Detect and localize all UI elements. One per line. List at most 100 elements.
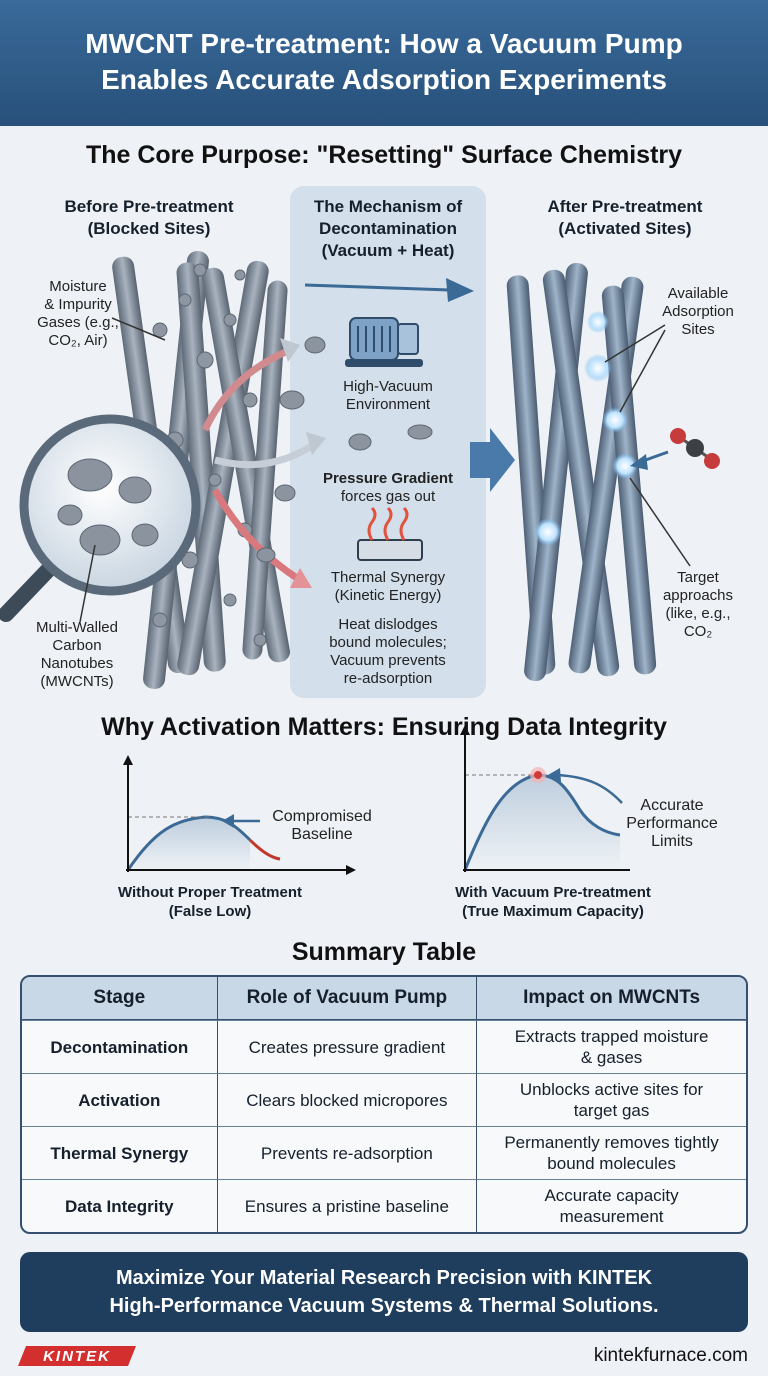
mechanism-title-line1: The Mechanism of bbox=[313, 197, 463, 216]
target-label: Target approachs (like, e.g., CO₂ bbox=[648, 569, 748, 641]
compromised-label: Compromised Baseline bbox=[262, 808, 382, 844]
thermal-line2: (Kinetic Energy) bbox=[334, 587, 442, 604]
heat-label: Heat dislodges bound molecules; Vacuum p… bbox=[300, 616, 476, 688]
y-axis-arrow-right bbox=[460, 725, 470, 735]
cta-banner: Maximize Your Material Research Precisio… bbox=[20, 1252, 748, 1332]
cell-role: Creates pressure gradient bbox=[216, 1020, 477, 1073]
cta-line2: High-Performance Vacuum Systems & Therma… bbox=[109, 1295, 659, 1317]
table-row: Data Integrity Ensures a pristine baseli… bbox=[22, 1179, 746, 1232]
mechanism-title-line3: (Vacuum + Heat) bbox=[321, 241, 455, 260]
pretreatment-illustration bbox=[0, 251, 720, 689]
available-line1: Available bbox=[667, 285, 729, 302]
impact-line1: Accurate capacity bbox=[544, 1186, 679, 1205]
x-axis-arrow bbox=[346, 865, 356, 875]
gradient-line2: forces gas out bbox=[340, 488, 436, 505]
max-point bbox=[534, 771, 542, 779]
cell-stage: Data Integrity bbox=[22, 1179, 217, 1232]
kintek-logo[interactable]: KINTEK bbox=[18, 1344, 136, 1368]
cell-stage: Decontamination bbox=[22, 1020, 217, 1073]
accurate-label: Accurate Performance Limits bbox=[614, 797, 730, 851]
after-title-line1: After Pre-treatment bbox=[547, 197, 703, 216]
table-row: Decontamination Creates pressure gradien… bbox=[22, 1020, 746, 1073]
curve-high bbox=[463, 773, 621, 871]
activated-nanotubes bbox=[506, 262, 657, 682]
before-title-line2: (Blocked Sites) bbox=[87, 219, 211, 238]
y-axis-arrow bbox=[123, 755, 133, 765]
co2-molecule-icon bbox=[670, 428, 720, 469]
with-caption-line1: With Vacuum Pre-treatment bbox=[455, 884, 651, 901]
before-title-line1: Before Pre-treatment bbox=[64, 197, 234, 216]
moisture-line2: & Impurity bbox=[44, 296, 112, 313]
summary-table: Stage Role of Vacuum Pump Impact on MWCN… bbox=[20, 975, 748, 1234]
header-banner: MWCNT Pre-treatment: How a Vacuum Pump E… bbox=[0, 0, 768, 126]
cta-line1: Maximize Your Material Research Precisio… bbox=[115, 1267, 653, 1289]
curve-drop bbox=[248, 838, 281, 861]
approach-arrow bbox=[630, 450, 669, 470]
cell-role: Prevents re-adsorption bbox=[216, 1126, 477, 1179]
impact-line2: bound molecules bbox=[547, 1154, 676, 1173]
mechanism-title: The Mechanism of Decontamination (Vacuum… bbox=[290, 196, 486, 262]
header-impact: Impact on MWCNTs bbox=[476, 977, 746, 1020]
accurate-line1: Accurate bbox=[640, 797, 704, 814]
mwcnt-label: Multi-Walled Carbon Nanotubes (MWCNTs) bbox=[22, 619, 132, 691]
cell-impact: Accurate capacity measurement bbox=[476, 1179, 746, 1232]
accurate-arrow-head bbox=[548, 768, 561, 782]
available-line2: Adsorption bbox=[662, 303, 734, 320]
sites-pointer-1 bbox=[604, 324, 666, 363]
impact-line2: target gas bbox=[573, 1101, 650, 1120]
flow-arrow-top bbox=[304, 278, 474, 302]
moisture-pointer bbox=[111, 317, 166, 341]
cell-impact: Permanently removes tightly bound molecul… bbox=[476, 1126, 746, 1179]
curve-low bbox=[126, 815, 252, 871]
annotation-arrow-head bbox=[222, 814, 234, 828]
mwcnt-line4: (MWCNTs) bbox=[40, 673, 114, 690]
vacuum-line2: Environment bbox=[345, 396, 431, 413]
before-title: Before Pre-treatment (Blocked Sites) bbox=[38, 196, 260, 240]
transition-arrow bbox=[470, 428, 515, 492]
mwcnt-line1: Multi-Walled bbox=[36, 619, 118, 636]
mwcnt-pointer bbox=[79, 544, 96, 623]
mechanism-title-line2: Decontamination bbox=[319, 219, 457, 238]
chart-with-treatment bbox=[460, 725, 630, 872]
target-line4: CO₂ bbox=[683, 623, 713, 640]
cell-role: Ensures a pristine baseline bbox=[216, 1179, 477, 1232]
activation-title: Why Activation Matters: Ensuring Data In… bbox=[101, 713, 667, 741]
without-caption-line1: Without Proper Treatment bbox=[117, 884, 303, 901]
impact-line2: measurement bbox=[559, 1207, 664, 1226]
after-title: After Pre-treatment (Activated Sites) bbox=[510, 196, 740, 240]
heat-line1: Heat dislodges bbox=[338, 616, 438, 633]
heat-line4: re-adsorption bbox=[343, 670, 433, 687]
header-stage: Stage bbox=[22, 977, 217, 1020]
header-role: Role of Vacuum Pump bbox=[216, 977, 477, 1020]
gradient-label: Pressure Gradient forces gas out bbox=[300, 470, 476, 506]
vacuum-label: High-Vacuum Environment bbox=[300, 378, 476, 414]
without-caption-line2: (False Low) bbox=[168, 903, 252, 920]
gas-molecules bbox=[256, 336, 433, 563]
compromised-line1: Compromised bbox=[272, 808, 372, 825]
moisture-line1: Moisture bbox=[49, 278, 107, 295]
moisture-label: Moisture & Impurity Gases (e.g., CO₂, Ai… bbox=[30, 278, 126, 350]
logo-text: KINTEK bbox=[43, 1348, 111, 1365]
impact-line1: Permanently removes tightly bbox=[504, 1133, 719, 1152]
gas-escape-arrows bbox=[201, 346, 320, 583]
cell-impact: Extracts trapped moisture& gases bbox=[476, 1020, 746, 1073]
accurate-line3: Limits bbox=[651, 833, 693, 850]
arrow-head-2 bbox=[306, 432, 326, 455]
heater-icon bbox=[357, 506, 423, 561]
summary-table-wrap: Stage Role of Vacuum Pump Impact on MWCN… bbox=[20, 975, 748, 1234]
table-header-row: Stage Role of Vacuum Pump Impact on MWCN… bbox=[22, 977, 746, 1020]
adsorption-sites bbox=[534, 311, 638, 546]
arrow-head-1 bbox=[280, 338, 300, 362]
website-link[interactable]: kintekfurnace.com bbox=[593, 1345, 748, 1366]
thermal-line1: Thermal Synergy bbox=[330, 569, 446, 586]
available-sites-label: Available Adsorption Sites bbox=[648, 285, 748, 339]
thermal-label: Thermal Synergy (Kinetic Energy) bbox=[300, 569, 476, 605]
table-row: Thermal Synergy Prevents re-adsorption P… bbox=[22, 1126, 746, 1179]
heat-line2: bound molecules; bbox=[329, 634, 447, 651]
without-caption: Without Proper Treatment (False Low) bbox=[90, 883, 330, 921]
with-caption-line2: (True Maximum Capacity) bbox=[462, 903, 644, 920]
cell-stage: Activation bbox=[22, 1073, 217, 1126]
accurate-arrow bbox=[557, 773, 623, 804]
target-line1: Target bbox=[677, 569, 719, 586]
